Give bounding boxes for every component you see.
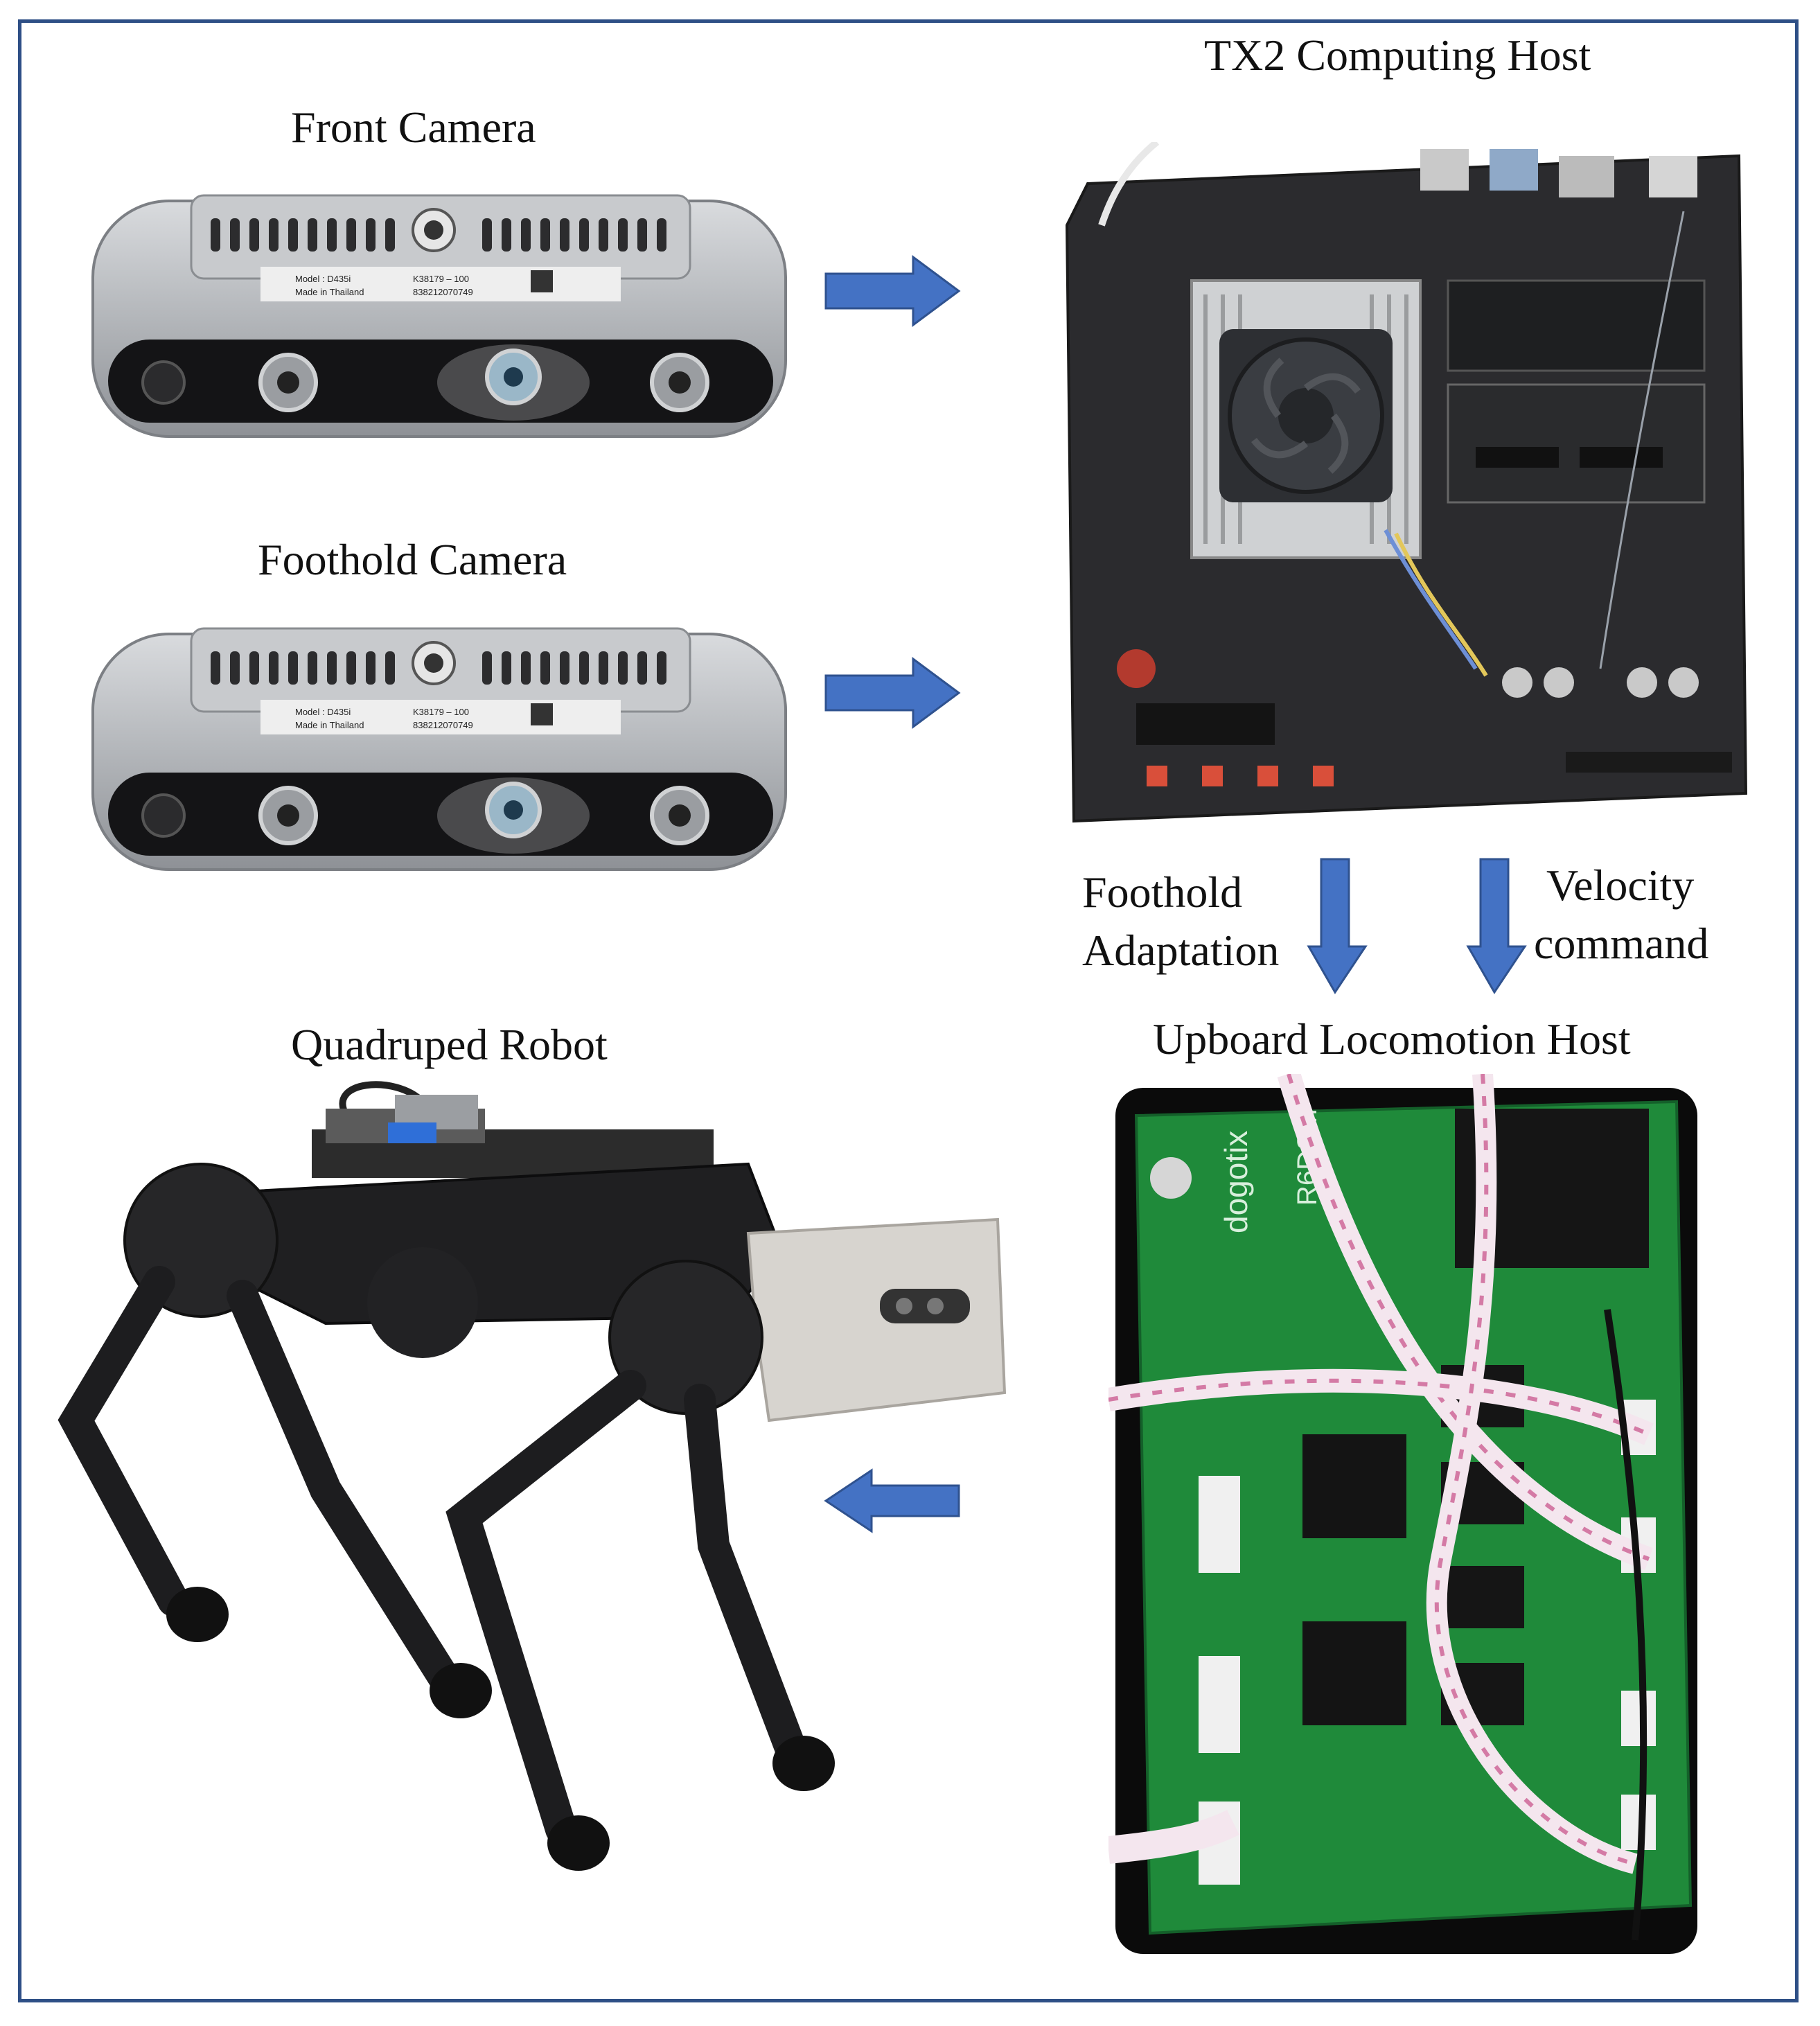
camera-origin-text: Made in Thailand bbox=[295, 287, 364, 297]
foothold-adaptation-label-line1: Foothold bbox=[1082, 867, 1243, 917]
camera-serial-text: 838212070749 bbox=[413, 720, 473, 730]
front-camera-image: Model : D435i Made in Thailand K38179 – … bbox=[91, 194, 787, 438]
arrow-foothold-adaptation-down bbox=[1307, 858, 1368, 994]
board-brand-text: dogotix bbox=[1218, 1131, 1254, 1233]
arrow-upboard-to-robot bbox=[824, 1468, 960, 1533]
foothold-camera-label: Foothold Camera bbox=[258, 535, 567, 584]
camera-model-text: Model : D435i bbox=[295, 274, 351, 284]
arrow-front-camera-to-tx2 bbox=[824, 255, 961, 327]
upboard-board-image: dogotix R6DSM bbox=[1108, 1074, 1697, 1954]
camera-part-text: K38179 – 100 bbox=[413, 274, 469, 284]
tx2-board-image bbox=[1065, 142, 1748, 823]
camera-origin-text: Made in Thailand bbox=[295, 720, 364, 730]
foothold-camera-image: Model : D435i Made in Thailand K38179 – … bbox=[91, 627, 787, 871]
figure-border bbox=[18, 19, 1799, 2002]
quadruped-robot-label: Quadruped Robot bbox=[291, 1020, 608, 1069]
tx2-host-label: TX2 Computing Host bbox=[1204, 30, 1591, 80]
front-camera-label: Front Camera bbox=[291, 103, 536, 152]
camera-model-text: Model : D435i bbox=[295, 707, 351, 717]
velocity-command-label-line1: Velocity bbox=[1546, 861, 1695, 910]
camera-part-text: K38179 – 100 bbox=[413, 707, 469, 717]
foothold-adaptation-label-line2: Adaptation bbox=[1082, 926, 1280, 975]
velocity-command-label-line2: command bbox=[1534, 919, 1709, 968]
camera-serial-text: 838212070749 bbox=[413, 287, 473, 297]
arrow-foothold-camera-to-tx2 bbox=[824, 657, 961, 729]
quadruped-robot-image bbox=[58, 1081, 1007, 1871]
upboard-host-label: Upboard Locomotion Host bbox=[1153, 1014, 1631, 1064]
arrow-velocity-command-down bbox=[1466, 858, 1527, 994]
